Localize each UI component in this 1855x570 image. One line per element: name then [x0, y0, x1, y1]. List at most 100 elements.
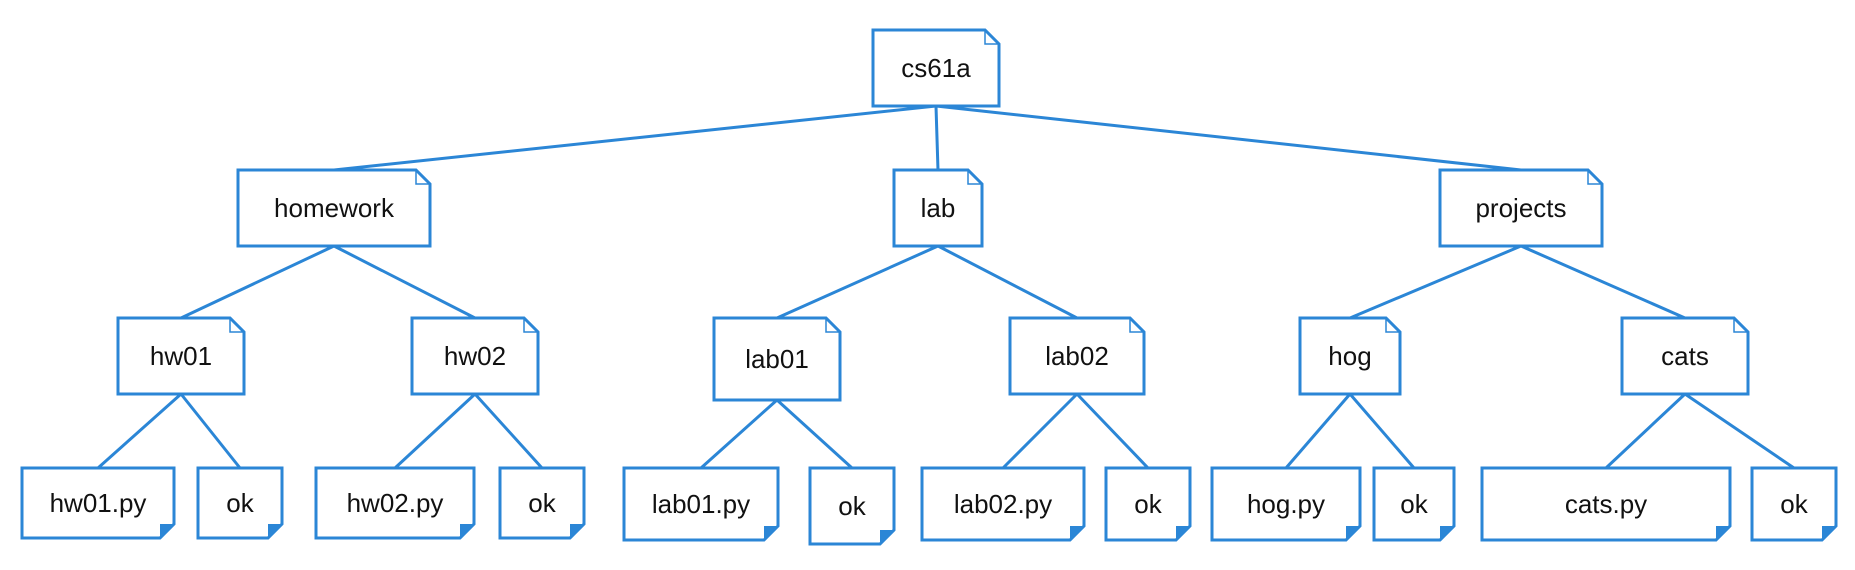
- corner-fold-icon: [523, 318, 538, 333]
- corner-fold-icon: [460, 524, 474, 538]
- file-node-ok: ok: [196, 466, 284, 540]
- node-label: hog: [1328, 341, 1371, 371]
- corner-fold-icon: [880, 530, 894, 544]
- corner-fold-icon: [764, 526, 778, 540]
- edge-lab01-to-ok: [775, 398, 854, 470]
- corner-fold-icon: [1346, 526, 1360, 540]
- node-label: hog.py: [1247, 489, 1325, 519]
- node-label: hw02: [444, 341, 506, 371]
- tree-nodes: hw01.py ok hw01 hw02.py ok hw02 homework lab01.…: [20, 28, 1838, 546]
- corner-fold-icon: [1070, 526, 1084, 540]
- node-label: cats.py: [1565, 489, 1647, 519]
- folder-node-hog: hog: [1298, 316, 1402, 396]
- edge-hw01-to-hw01-py: [97, 392, 182, 470]
- edge-hw01-to-ok: [179, 393, 242, 469]
- node-label: hw01: [150, 341, 212, 371]
- folder-node-cats: cats: [1620, 316, 1750, 396]
- edge-hw02-to-hw02-py: [393, 392, 477, 470]
- node-label: homework: [274, 193, 395, 223]
- corner-fold-icon: [1385, 318, 1400, 333]
- file-node-ok: ok: [1372, 466, 1456, 542]
- edge-homework-to-hw01: [180, 244, 335, 320]
- node-label: hw02.py: [347, 488, 444, 518]
- corner-fold-icon: [1176, 526, 1190, 540]
- file-node-ok: ok: [1104, 466, 1192, 542]
- node-label: hw01.py: [50, 488, 147, 518]
- file-node-ok: ok: [1750, 466, 1838, 542]
- file-node-hw01-py: hw01.py: [20, 466, 176, 540]
- node-label: cats: [1661, 341, 1709, 371]
- edge-cs61a-to-projects: [935, 104, 1522, 172]
- folder-box: [1298, 316, 1402, 396]
- node-label: lab02.py: [954, 489, 1052, 519]
- corner-fold-icon: [825, 318, 840, 333]
- edge-lab01-to-lab01-py: [699, 398, 779, 470]
- corner-fold-icon: [984, 30, 999, 45]
- corner-fold-icon: [967, 170, 982, 185]
- folder-box: [892, 168, 984, 248]
- edge-hog-to-hog-py: [1284, 393, 1352, 469]
- folder-node-lab01: lab01: [712, 316, 842, 402]
- edge-lab-to-lab02: [937, 244, 1078, 320]
- edge-lab02-to-lab02-py: [1001, 392, 1079, 470]
- folder-node-lab02: lab02: [1008, 316, 1146, 396]
- folder-box: [116, 316, 246, 396]
- file-node-ok: ok: [498, 466, 586, 540]
- folder-box: [871, 28, 1001, 108]
- tree-edges: [97, 104, 1795, 470]
- edge-projects-to-hog: [1349, 244, 1522, 320]
- folder-box: [236, 168, 432, 248]
- node-label: ok: [226, 488, 254, 518]
- folder-box: [1008, 316, 1146, 396]
- corner-fold-icon: [1587, 170, 1602, 185]
- edge-projects-to-cats: [1520, 244, 1686, 320]
- edge-cs61a-to-homework: [333, 104, 937, 172]
- edge-cs61a-to-lab: [934, 105, 940, 171]
- corner-fold-icon: [570, 524, 584, 538]
- corner-fold-icon: [1129, 318, 1144, 333]
- corner-fold-icon: [1733, 318, 1748, 333]
- corner-fold-icon: [268, 524, 282, 538]
- file-node-lab02-py: lab02.py: [920, 466, 1086, 542]
- node-label: ok: [528, 488, 556, 518]
- corner-fold-icon: [229, 318, 244, 333]
- file-node-cats-py: cats.py: [1480, 466, 1732, 542]
- node-label: ok: [1780, 489, 1808, 519]
- node-label: lab01.py: [652, 489, 750, 519]
- folder-box: [1438, 168, 1604, 248]
- node-label: ok: [1134, 489, 1162, 519]
- corner-fold-icon: [415, 170, 430, 185]
- folder-node-hw02: hw02: [410, 316, 540, 396]
- node-label: cs61a: [901, 53, 971, 83]
- folder-node-lab: lab: [892, 168, 984, 248]
- file-node-hog-py: hog.py: [1210, 466, 1362, 542]
- corner-fold-icon: [1716, 526, 1730, 540]
- edge-cats-to-cats-py: [1604, 392, 1687, 470]
- node-label: lab: [921, 193, 956, 223]
- folder-node-hw01: hw01: [116, 316, 246, 396]
- folder-box: [712, 316, 842, 402]
- folder-node-projects: projects: [1438, 168, 1604, 248]
- node-label: lab01: [745, 344, 809, 374]
- folder-node-homework: homework: [236, 168, 432, 248]
- corner-fold-icon: [1440, 526, 1454, 540]
- edge-hw02-to-ok: [473, 392, 544, 470]
- file-node-lab01-py: lab01.py: [622, 466, 780, 542]
- folder-box: [1620, 316, 1750, 396]
- file-node-ok: ok: [808, 466, 896, 546]
- node-label: projects: [1475, 193, 1566, 223]
- node-label: lab02: [1045, 341, 1109, 371]
- corner-fold-icon: [1822, 526, 1836, 540]
- folder-box: [410, 316, 540, 396]
- file-node-hw02-py: hw02.py: [314, 466, 476, 540]
- folder-node-cs61a: cs61a: [871, 28, 1001, 108]
- node-label: ok: [838, 491, 866, 521]
- edge-lab-to-lab01: [776, 244, 939, 320]
- edge-lab02-to-ok: [1075, 392, 1150, 470]
- edge-hog-to-ok: [1348, 393, 1416, 469]
- corner-fold-icon: [160, 524, 174, 538]
- edge-cats-to-ok: [1684, 392, 1795, 470]
- edge-homework-to-hw02: [333, 244, 476, 320]
- node-label: ok: [1400, 489, 1428, 519]
